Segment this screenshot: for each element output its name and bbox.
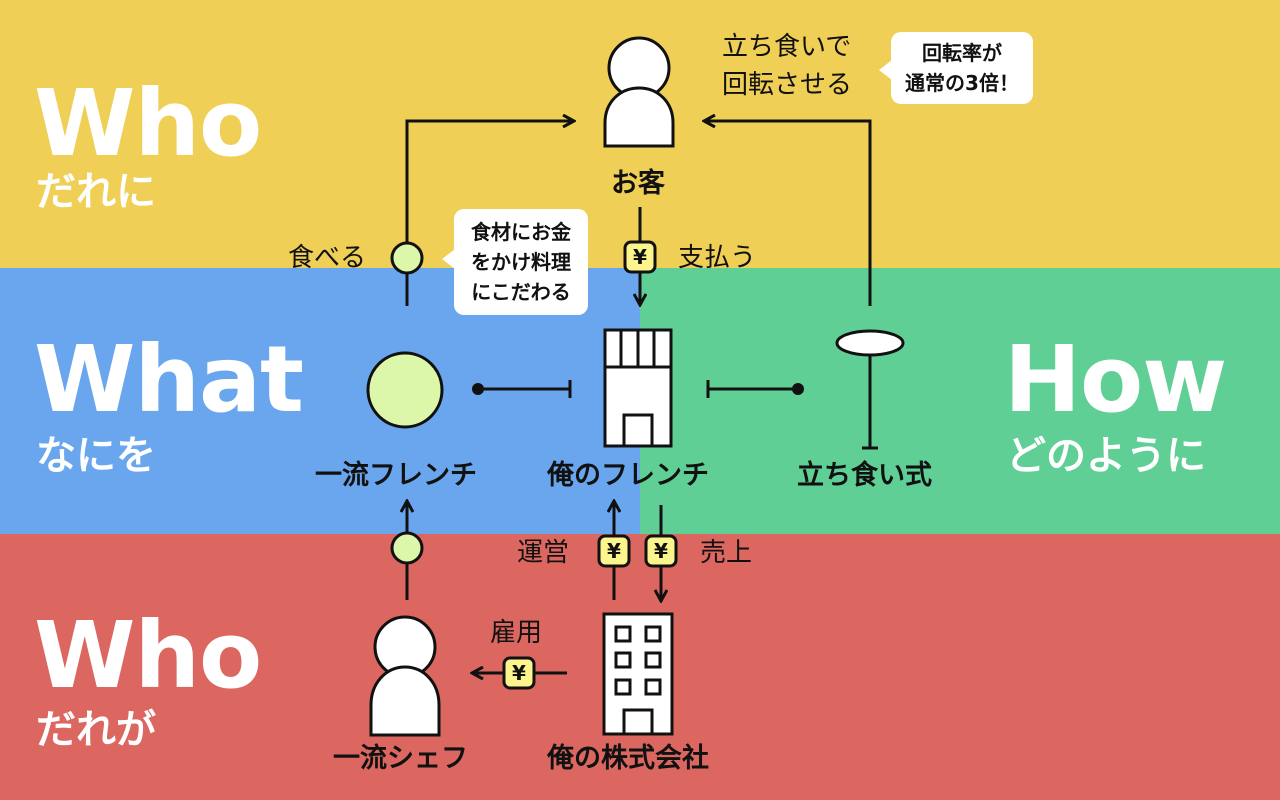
premium-french-circle-icon — [366, 351, 444, 429]
edge-label-turnover-2: 回転させる — [722, 70, 853, 100]
edge-label-hire: 雇用 — [490, 618, 543, 648]
edge-turnover-arrow — [704, 121, 872, 306]
edge-label-operate: 運営 — [517, 538, 570, 568]
turnover-bubble: 回転率が 通常の3倍！ — [879, 32, 1033, 104]
yen-badge-operate: ¥ — [597, 534, 631, 568]
company-building-icon — [602, 612, 674, 736]
turnover-bubble-line-1: 回転率が — [922, 41, 1002, 65]
standing-style-label: 立ち食い式 — [797, 460, 932, 491]
edge-label-pay: 支払う — [678, 243, 757, 273]
ingredients-bubble-line-1: 食材にお金 — [471, 220, 571, 244]
yen-symbol: ¥ — [633, 245, 647, 269]
my-french-shop-icon — [603, 328, 673, 448]
my-french-label: 俺のフレンチ — [547, 460, 709, 491]
yen-badge-pay: ¥ — [623, 240, 657, 274]
who-top-heading: Who — [34, 70, 262, 177]
customer-person-icon — [603, 36, 675, 148]
ingredients-bubble-line-3: にこだわる — [471, 280, 571, 304]
chef-person-icon — [369, 615, 441, 737]
yen-symbol: ¥ — [607, 539, 621, 563]
what-heading: What — [34, 326, 304, 433]
how-subheading: どのように — [1006, 433, 1206, 479]
yen-symbol: ¥ — [512, 661, 526, 685]
customer-label: お客 — [611, 168, 665, 199]
top-chef-label: 一流シェフ — [333, 743, 468, 774]
who-top-subheading: だれに — [36, 169, 156, 215]
premium-french-label: 一流フレンチ — [315, 460, 477, 491]
edge-label-sales: 売上 — [700, 538, 753, 568]
yen-badge-sales: ¥ — [644, 534, 678, 568]
who-bottom-subheading: だれが — [36, 707, 156, 753]
chef-value-icon — [390, 531, 424, 565]
edge-label-eat: 食べる — [288, 243, 367, 273]
eat-value-icon — [390, 241, 424, 275]
how-band — [640, 268, 1280, 534]
yen-symbol: ¥ — [654, 539, 668, 563]
who-bottom-heading: Who — [34, 602, 262, 709]
yen-badge-hire: ¥ — [502, 656, 536, 690]
ingredients-bubble: 食材にお金 をかけ料理 にこだわる — [442, 209, 588, 315]
my-company-label: 俺の株式会社 — [547, 743, 709, 774]
standing-table-icon — [835, 329, 905, 357]
ingredients-bubble-line-2: をかけ料理 — [471, 250, 571, 274]
turnover-bubble-line-2: 通常の3倍！ — [905, 71, 1019, 95]
how-heading: How — [1004, 326, 1227, 433]
edge-label-turnover-1: 立ち食いで — [722, 32, 852, 62]
what-subheading: なにを — [36, 433, 156, 479]
